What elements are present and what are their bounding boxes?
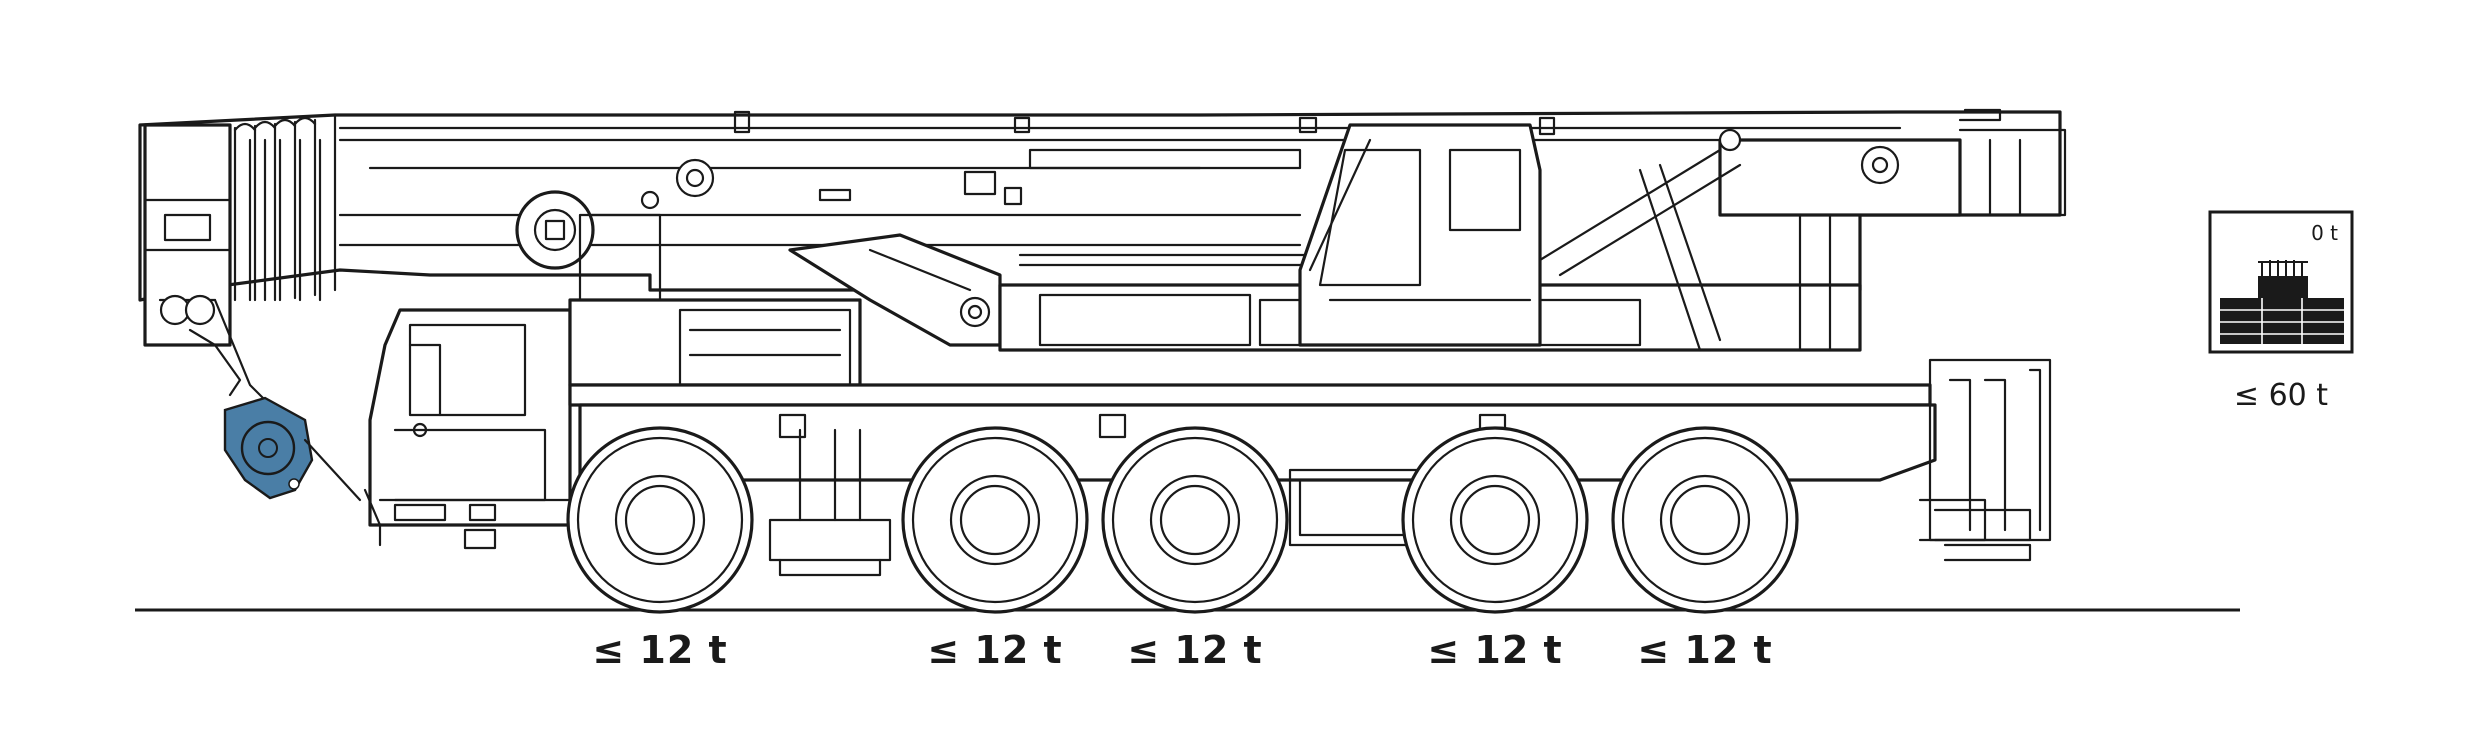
axle-load-label-4: ≤ 12 t <box>1427 628 1563 672</box>
hook-block <box>223 396 362 502</box>
boom-head-frame <box>143 123 272 407</box>
counterweight-value: 0 t <box>2311 221 2338 245</box>
axle-load-label-1: ≤ 12 t <box>592 628 728 672</box>
carrier-cab <box>363 308 572 550</box>
axle-load-label-2: ≤ 12 t <box>927 628 1063 672</box>
wheel-4 <box>1401 426 1589 614</box>
wheel-2 <box>901 426 1089 614</box>
wheel-5 <box>1611 426 1799 614</box>
operator-cab <box>1298 123 1542 347</box>
counterweight-max-label: ≤ 60 t <box>2233 378 2329 413</box>
carrier-chassis <box>568 358 2052 577</box>
telescopic-boom <box>138 110 2062 302</box>
counterweight-panel: 0 t <box>2208 210 2354 354</box>
rear-boom-support <box>1538 108 2067 352</box>
axle-load-label-5: ≤ 12 t <box>1637 628 1773 672</box>
axle-load-label-3: ≤ 12 t <box>1127 628 1263 672</box>
wheel-1 <box>566 426 754 614</box>
wheel-3 <box>1101 426 1289 614</box>
